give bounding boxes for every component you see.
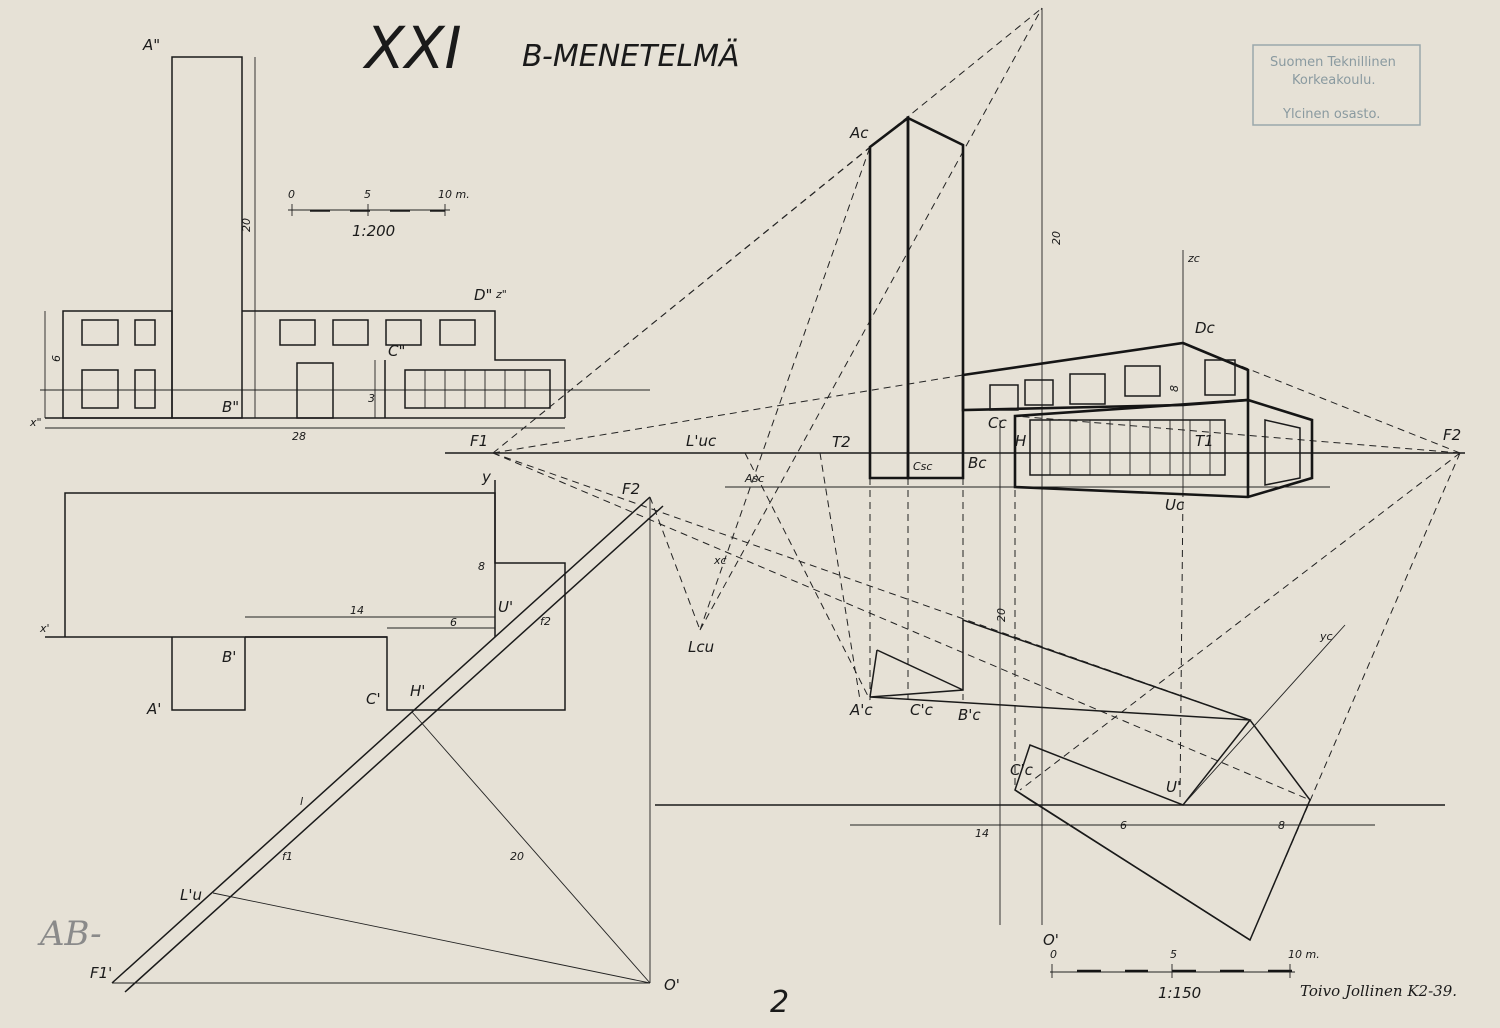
label-A-c-plan: A'c — [849, 701, 873, 719]
label-O-persp: O' — [1043, 931, 1059, 949]
scale-bar-1-150: 0 5 10 m. 1:150 — [1050, 948, 1320, 1002]
label-f1-plan: f1 — [282, 850, 293, 863]
monogram: AB- — [37, 914, 102, 954]
stamp-line-2: Korkeakoulu. — [1292, 73, 1375, 88]
dim-8-plan: 8 — [478, 560, 485, 573]
label-zc: zc — [1187, 252, 1200, 265]
label-D-elev: D" — [474, 286, 492, 304]
front-elevation: A" B" C" D" z" x" 20 6 3 28 — [29, 36, 650, 443]
label-y-plan: y — [481, 468, 492, 486]
label-Cc: Cc — [988, 414, 1007, 432]
perspective-view: 0 5 10 m. 1:150 Ac L'uc T2 F1 Asc Csc Bc… — [445, 7, 1465, 1002]
drawing-subtitle: B-MENETELMÄ — [522, 38, 740, 74]
label-Lu-plan: L'u — [180, 886, 202, 904]
label-Luc-low: Lcu — [688, 638, 714, 656]
label-l-plan: l — [300, 795, 303, 808]
label-T2: T2 — [832, 433, 851, 451]
label-O-plan: O' — [664, 976, 680, 994]
label-Asc: Asc — [744, 472, 764, 485]
label-z-elev: z" — [495, 288, 507, 301]
label-Uc: Uc — [1165, 496, 1185, 514]
label-B-c-plan: B'c — [958, 706, 981, 724]
label-H-plan: H' — [410, 682, 425, 700]
dim-8-persp: 8 — [1168, 385, 1181, 392]
dim-28: 28 — [292, 430, 306, 443]
dim-6-persp: 6 — [1120, 819, 1127, 832]
dim-14-plan: 14 — [350, 604, 364, 617]
label-Luc: L'uc — [686, 432, 717, 450]
label-xc: xc — [713, 554, 727, 567]
scale-tick-10: 10 m. — [438, 188, 470, 201]
label-C-elev: C" — [388, 342, 405, 360]
label-U-persp: U' — [1166, 778, 1181, 796]
label-C-plan: C' — [366, 690, 381, 708]
scale-ratio: 1:200 — [352, 222, 395, 240]
label-T1: T1 — [1195, 432, 1214, 450]
dim-height-20: 20 — [240, 218, 253, 232]
label-x-elev: x" — [29, 416, 42, 429]
label-C-c-plan: C'c — [910, 701, 934, 719]
stamp-line-3: Ylcinen osasto. — [1282, 107, 1380, 122]
label-A-plan: A' — [146, 700, 161, 718]
dim-3: 3 — [368, 392, 375, 405]
label-F1: F1 — [470, 432, 488, 450]
dim-20-plan: 20 — [510, 850, 524, 863]
scale-bar-1-200: 0 5 10 m. 1:200 — [288, 188, 470, 240]
dim-20-low: 20 — [995, 608, 1008, 622]
label-yc: yc — [1319, 630, 1333, 643]
label-B-elev: B" — [222, 398, 239, 416]
label-H: H — [1015, 432, 1026, 450]
label-B-plan: B' — [222, 648, 236, 666]
label-C-c-plan-2: C'c — [1010, 761, 1034, 779]
dim-14-persp: 14 — [975, 827, 989, 840]
scale-tick-0: 0 — [288, 188, 295, 201]
institution-stamp: Suomen Teknillinen Korkeakoulu. Ylcinen … — [1252, 44, 1421, 126]
label-f2-plan: f2 — [540, 615, 551, 628]
label-A-elev: A" — [142, 36, 160, 54]
scale-tick-5: 5 — [364, 188, 371, 201]
label-F2: F2 — [1443, 426, 1461, 444]
label-Ac: Ac — [849, 124, 869, 142]
dim-6-plan: 6 — [450, 616, 457, 629]
scale-large-tick-10: 10 m. — [1288, 948, 1320, 961]
label-F2-plan: F2 — [622, 480, 640, 498]
dim-6: 6 — [50, 355, 63, 362]
dim-8-persp-b: 8 — [1278, 819, 1285, 832]
label-U-plan: U' — [498, 598, 513, 616]
page-number: 2 — [770, 985, 789, 1020]
plan-view: y x' U' B' A' C' H' F2 f2 l f1 20 L'u F1… — [39, 468, 680, 994]
scale-large-tick-5: 5 — [1170, 948, 1177, 961]
scale-large-tick-0: 0 — [1050, 948, 1057, 961]
stamp-line-1: Suomen Teknillinen — [1270, 55, 1396, 70]
scale-large-ratio: 1:150 — [1158, 984, 1201, 1002]
label-F1-plan: F1' — [90, 964, 112, 982]
drawing-title: XXI — [362, 14, 462, 82]
label-Dc: Dc — [1195, 319, 1216, 337]
label-x-plan: x' — [39, 622, 50, 635]
label-Bc: Bc — [968, 454, 987, 472]
dim-20-top: 20 — [1050, 231, 1063, 245]
signature: Toivo Jollinen K2-39. — [1300, 982, 1457, 1000]
label-Csc: Csc — [913, 460, 932, 473]
